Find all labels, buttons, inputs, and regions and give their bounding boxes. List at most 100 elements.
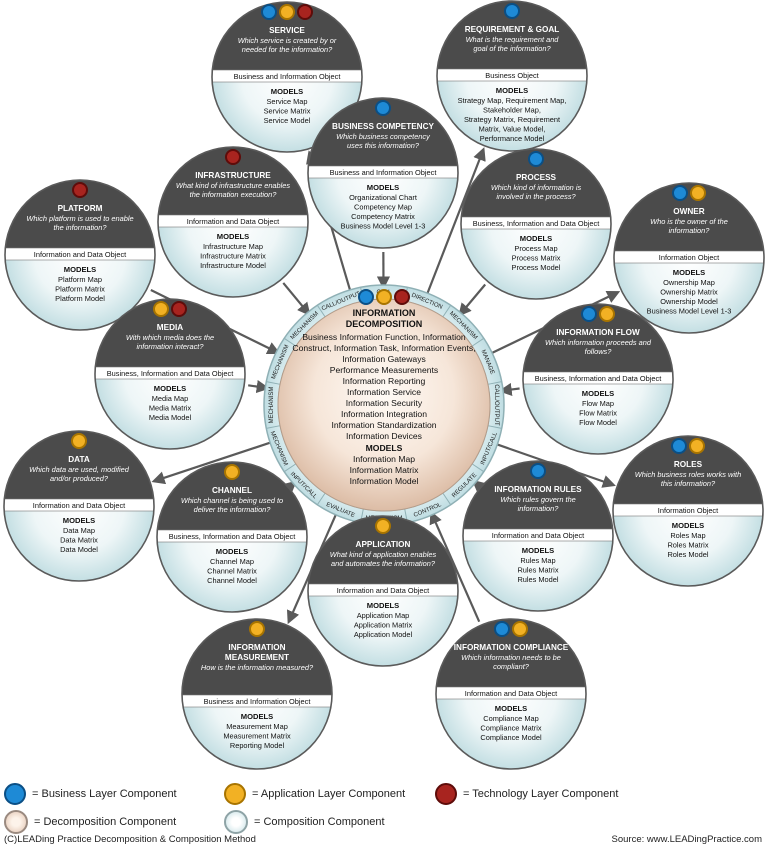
- node-models-title: MODELS: [217, 232, 250, 241]
- node-model-item: Matrix, Value Model,: [479, 125, 546, 134]
- node-models-title: MODELS: [271, 87, 304, 96]
- node-model-item: Reporting Model: [230, 741, 285, 750]
- object-band: [614, 250, 764, 264]
- node-models-title: MODELS: [672, 521, 705, 530]
- node-object-type: Information Object: [659, 253, 719, 262]
- center-item: Information Gateways: [342, 354, 426, 364]
- node-model-item: Platform Model: [55, 294, 105, 303]
- business-layer-badge-icon: [671, 438, 687, 454]
- node-model-item: Strategy Matrix, Requirement: [464, 115, 560, 124]
- node-question: Which information needs to be: [461, 653, 561, 662]
- object-band: [4, 498, 154, 512]
- node-question: Which rules govern the: [500, 495, 576, 504]
- node-question: Which channel is being used to: [181, 496, 283, 505]
- business-layer-swatch-icon: [4, 783, 26, 805]
- ring-divider: [442, 492, 452, 506]
- legend-decomposition-label: = Decomposition Component: [34, 816, 177, 828]
- business-layer-badge-icon: [375, 100, 391, 116]
- center-item: Performance Measurements: [330, 365, 438, 375]
- node-question: Which service is created by or: [238, 36, 337, 45]
- node-model-item: Roles Model: [667, 550, 708, 559]
- node-title: INFRASTRUCTURE: [195, 171, 271, 180]
- node-model-item: Media Map: [152, 394, 189, 403]
- node-model-item: Performance Model: [480, 134, 545, 143]
- node-question: Which platform is used to enable: [26, 214, 133, 223]
- node-model-item: Flow Matrix: [579, 409, 617, 418]
- node-question: information interact?: [137, 342, 205, 351]
- node-question: What kind of application enables: [330, 550, 437, 559]
- node-question: information?: [518, 504, 560, 513]
- node-outline: [612, 435, 764, 587]
- node-outline: [3, 430, 155, 582]
- node-model-item: Ownership Map: [663, 278, 715, 287]
- ring-label: MECHANISM: [269, 387, 275, 424]
- application-layer-badge-icon: [599, 306, 615, 322]
- node-object-type: Information and Data Object: [34, 250, 126, 259]
- node-outline: [4, 179, 156, 331]
- node-object-type: Business, Information and Data Object: [107, 369, 234, 378]
- node-models-title: MODELS: [495, 704, 528, 713]
- ring-divider: [316, 304, 326, 318]
- node-models-title: MODELS: [154, 384, 187, 393]
- node-question: Which data are used, modified: [29, 465, 130, 474]
- node-question: How is the information measured?: [201, 663, 314, 672]
- node-outline: [462, 460, 614, 612]
- node-model-item: Service Matrix: [264, 107, 311, 116]
- center-item: Information Devices: [346, 431, 422, 441]
- node-model-item: Measurement Matrix: [223, 732, 291, 741]
- node-object-type: Business and Information Object: [330, 168, 437, 177]
- node-model-item: Media Model: [149, 413, 192, 422]
- node-question: Which information proceeds and: [545, 338, 652, 347]
- node-outline: [436, 0, 588, 152]
- business-layer-badge-icon: [504, 3, 520, 19]
- node-models-title: MODELS: [582, 389, 615, 398]
- node-outline: [156, 461, 308, 613]
- business-layer-badge-icon: [672, 185, 688, 201]
- node-outline: [307, 97, 459, 249]
- node-model-item: Ownership Matrix: [660, 288, 718, 297]
- application-layer-badge-icon: [249, 621, 265, 637]
- node-models-title: MODELS: [64, 265, 97, 274]
- center-item: Information Standardization: [331, 420, 436, 430]
- business-layer-badge-icon: [528, 151, 544, 167]
- node-model-item: Infrastructure Matrix: [200, 252, 266, 261]
- node-model-item: Process Matrix: [512, 254, 561, 263]
- node-title: BUSINESS COMPETENCY: [332, 122, 434, 131]
- node-question: the information?: [54, 223, 108, 232]
- connector-media: [248, 380, 270, 394]
- application-layer-badge-icon: [279, 4, 295, 20]
- node-model-item: Competency Map: [354, 203, 412, 212]
- center-item: Information Integration: [341, 409, 427, 419]
- composition-swatch-icon: [224, 810, 248, 834]
- node-outline: [460, 148, 612, 300]
- node-model-item: Business Model Level 1-3: [647, 307, 732, 316]
- connector-requirement: [425, 147, 486, 296]
- node-question: the information execution?: [190, 190, 278, 199]
- center-model-item: Information Model: [350, 476, 419, 486]
- node-question: this information?: [661, 479, 716, 488]
- node-object-type: Information and Data Object: [337, 586, 429, 595]
- object-band: [463, 528, 613, 542]
- node-model-item: Application Map: [357, 611, 410, 620]
- object-band: [158, 214, 308, 228]
- ring-divider: [471, 463, 485, 473]
- node-outline: [435, 618, 587, 770]
- legend-technology-label: = Technology Layer Component: [463, 788, 619, 800]
- application-layer-badge-icon: [689, 438, 705, 454]
